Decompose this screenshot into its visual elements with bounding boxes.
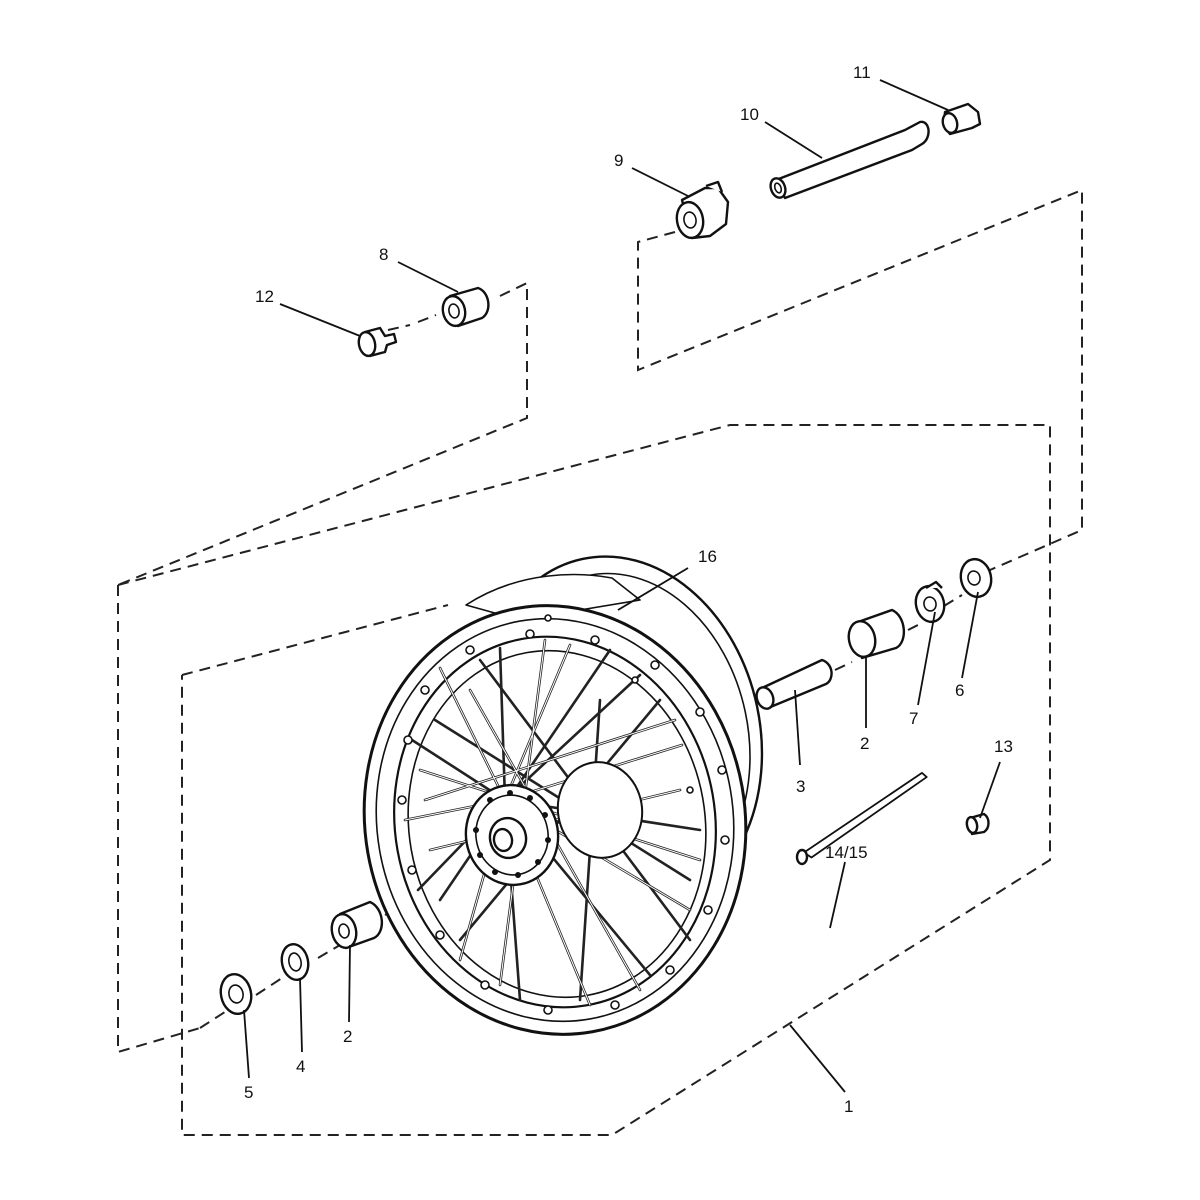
assembly-outline-spacer-group <box>181 604 449 676</box>
axis-line-right <box>727 594 963 719</box>
callout-16: 16 <box>698 547 717 566</box>
part-4-washer <box>280 942 310 982</box>
axis-line-top <box>387 314 437 331</box>
part-14-15-spoke <box>795 771 928 866</box>
spoked-wheel <box>362 555 764 1036</box>
callout-12: 12 <box>255 287 274 306</box>
part-7-washer <box>914 580 946 624</box>
callout-2-right: 2 <box>860 734 869 753</box>
callout-3: 3 <box>796 777 805 796</box>
part-8-spacer <box>441 286 490 328</box>
callout-4: 4 <box>296 1057 305 1076</box>
part-11-bolt <box>941 102 982 136</box>
part-9-spacer <box>675 180 730 240</box>
part-2-spacer-right <box>847 608 905 660</box>
callout-14-15: 14/15 <box>825 843 868 862</box>
leader-lines <box>243 79 1001 1093</box>
callout-1: 1 <box>844 1097 853 1116</box>
part-12-bolt <box>357 326 398 358</box>
callout-7: 7 <box>909 709 918 728</box>
part-3-tube <box>755 658 833 710</box>
part-13-plug <box>965 812 990 836</box>
part-10-axle <box>769 120 930 200</box>
callout-10: 10 <box>740 105 759 124</box>
callout-13: 13 <box>994 737 1013 756</box>
callout-8: 8 <box>379 245 388 264</box>
part-6-seal <box>959 557 993 599</box>
callout-5: 5 <box>244 1083 253 1102</box>
wheel-hub <box>464 761 644 887</box>
assembly-outline-cap-group <box>637 188 1083 571</box>
callout-labels: 11 10 9 8 12 16 7 6 2 3 13 14/15 2 4 5 1 <box>244 63 1013 1116</box>
assembly-outline-bolt-group <box>117 281 528 1054</box>
part-2-spacer-left <box>330 900 383 950</box>
spoke-nipples <box>397 614 730 1015</box>
assembly-outline-upper-left <box>117 424 1051 1136</box>
callout-9: 9 <box>614 151 623 170</box>
callout-11: 11 <box>853 63 871 82</box>
callout-6: 6 <box>955 681 964 700</box>
part-5-seal <box>219 972 253 1016</box>
callout-2-left: 2 <box>343 1027 352 1046</box>
